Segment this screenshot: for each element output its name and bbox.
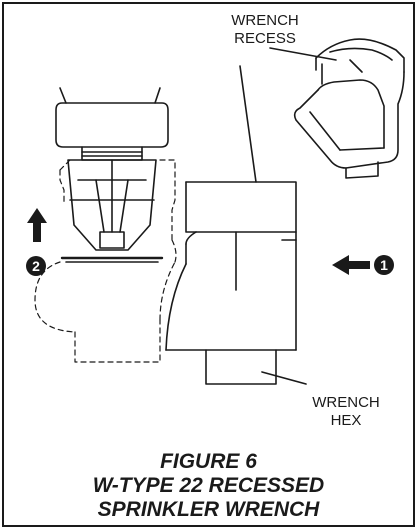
figure-number: FIGURE 6 — [160, 450, 257, 473]
sprinkler-fitting — [55, 87, 169, 161]
wrench-hex-leader — [261, 371, 307, 385]
figure-title-line1: W-TYPE 22 RECESSED — [92, 474, 325, 497]
leftward-arrow-icon — [332, 255, 370, 275]
wrench-side-view — [165, 181, 297, 385]
wrench-isometric-view — [293, 38, 405, 179]
wrench-recess-label-line2: RECESS — [234, 30, 296, 47]
wrench-hex-label-line1: WRENCH — [312, 394, 380, 411]
wrench-hex-label-line2: HEX — [330, 412, 362, 429]
wrench-recess-pointer — [269, 47, 337, 61]
wrench-recess-leader — [239, 65, 257, 183]
figure-title-line2: SPRINKLER WRENCH — [97, 498, 320, 521]
step-1-callout: 1 — [374, 255, 394, 275]
sprinkler-body — [60, 159, 164, 263]
wrench-recess-label: WRENCH RECESS — [210, 12, 320, 48]
step-2-callout: 2 — [26, 256, 46, 276]
wrench-hex-label: WRENCH HEX — [296, 394, 396, 430]
upward-arrow-icon — [27, 208, 47, 242]
wrench-recess-label-line1: WRENCH — [231, 12, 299, 29]
wrench-outline-dashed — [34, 159, 177, 363]
